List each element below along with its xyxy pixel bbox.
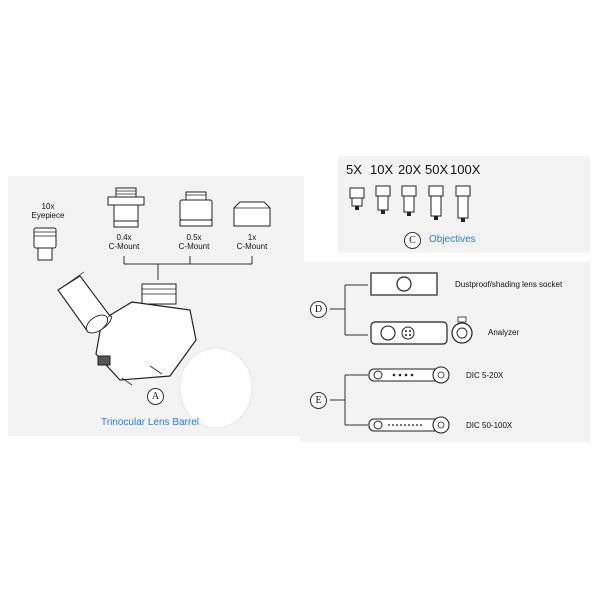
dustproof-socket-label: Dustproof/shading lens socket [455, 280, 563, 289]
marker-c: C [404, 232, 421, 249]
marker-d: D [310, 301, 327, 318]
c-mount-04x-icon [107, 187, 145, 228]
c-mount-1x-label: 1x C-Mount [236, 233, 268, 251]
dustproof-socket-icon [370, 272, 438, 296]
objective-mag-10x: 10X [370, 162, 394, 177]
objective-mag-50x: 50X [425, 162, 449, 177]
objective-mag-100x: 100X [450, 162, 481, 177]
objective-mag-20x: 20X [398, 162, 422, 177]
marker-a: A [147, 388, 164, 405]
trinocular-barrel-icon [57, 271, 253, 429]
c-mount-05x-icon [179, 191, 213, 227]
c-mount-05x-label: 0.5x C-Mount [178, 233, 210, 251]
marker-e: E [310, 392, 327, 409]
dic-5-20x-icon [368, 366, 450, 384]
sliders-panel [300, 262, 590, 442]
eyepiece-label: 10x Eyepiece [31, 202, 65, 220]
trinocular-caption: Trinocular Lens Barrel [101, 417, 200, 428]
analyzer-label: Analyzer [488, 328, 520, 337]
dic-50-100x-label: DIC 50-100X [466, 421, 513, 430]
objectives-caption: Objectives [429, 234, 476, 245]
objective-mag-5x: 5X [346, 162, 362, 177]
c-mount-1x-icon [233, 201, 271, 227]
objective-lenses-icon [349, 185, 471, 222]
c-mount-04x-label: 0.4x C-Mount [108, 233, 140, 251]
eyepiece-icon [33, 227, 57, 261]
analyzer-icon [370, 316, 473, 345]
dic-5-20x-label: DIC 5-20X [466, 371, 504, 380]
dic-50-100x-icon [368, 416, 450, 434]
